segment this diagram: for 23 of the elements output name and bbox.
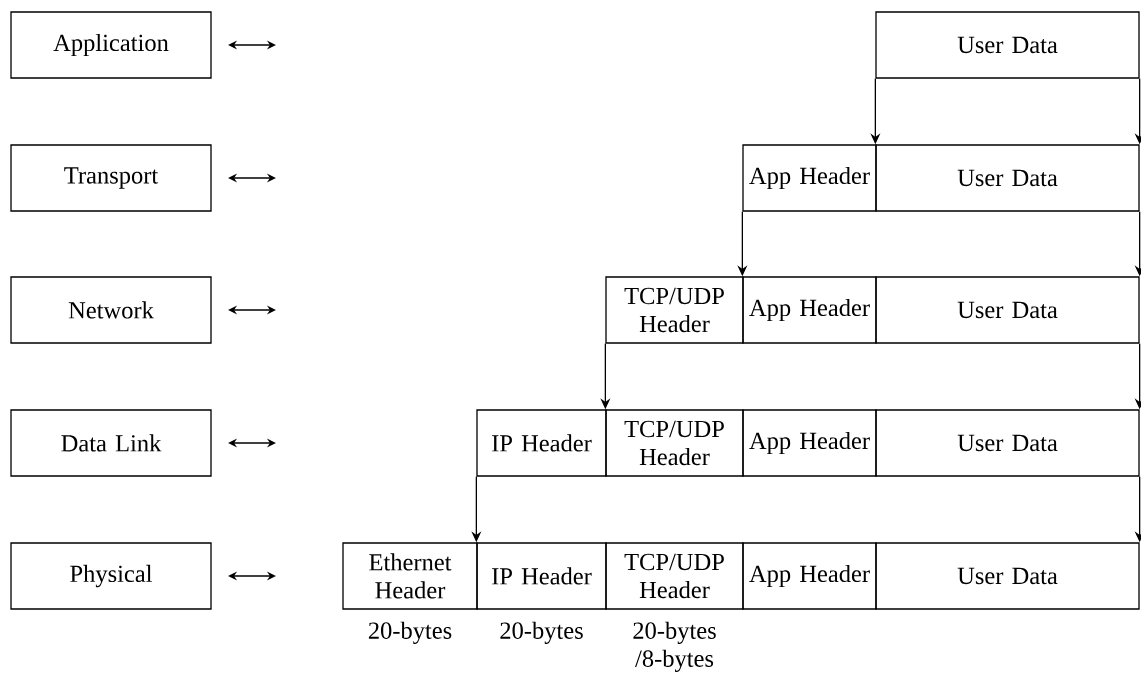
byte-size-label: 20-bytes (368, 621, 452, 644)
header-cell: App Header (742, 144, 877, 212)
layer-box: Network (10, 276, 212, 344)
header-cell: IP Header (476, 542, 607, 610)
data-cell: User Data (875, 276, 1140, 344)
layer-box: Data Link (10, 409, 212, 477)
data-cell: User Data (875, 144, 1140, 212)
byte-size-label: 20-bytes /8-bytes (633, 621, 716, 672)
header-cell: App Header (742, 276, 877, 344)
data-cell: User Data (875, 409, 1140, 477)
layer-box: Application (10, 11, 212, 79)
header-cell: IP Header (476, 409, 607, 477)
header-cell: TCP/UDP Header (605, 276, 744, 344)
layer-box: Transport (10, 144, 212, 212)
byte-size-label: 20-bytes (500, 621, 583, 644)
data-cell: User Data (875, 542, 1140, 610)
header-cell: App Header (742, 542, 877, 610)
header-cell: TCP/UDP Header (605, 542, 744, 610)
header-cell: Ethernet Header (342, 542, 478, 610)
header-cell: TCP/UDP Header (605, 409, 744, 477)
data-cell: User Data (875, 11, 1140, 79)
header-cell: App Header (742, 409, 877, 477)
layer-box: Physical (10, 542, 212, 610)
